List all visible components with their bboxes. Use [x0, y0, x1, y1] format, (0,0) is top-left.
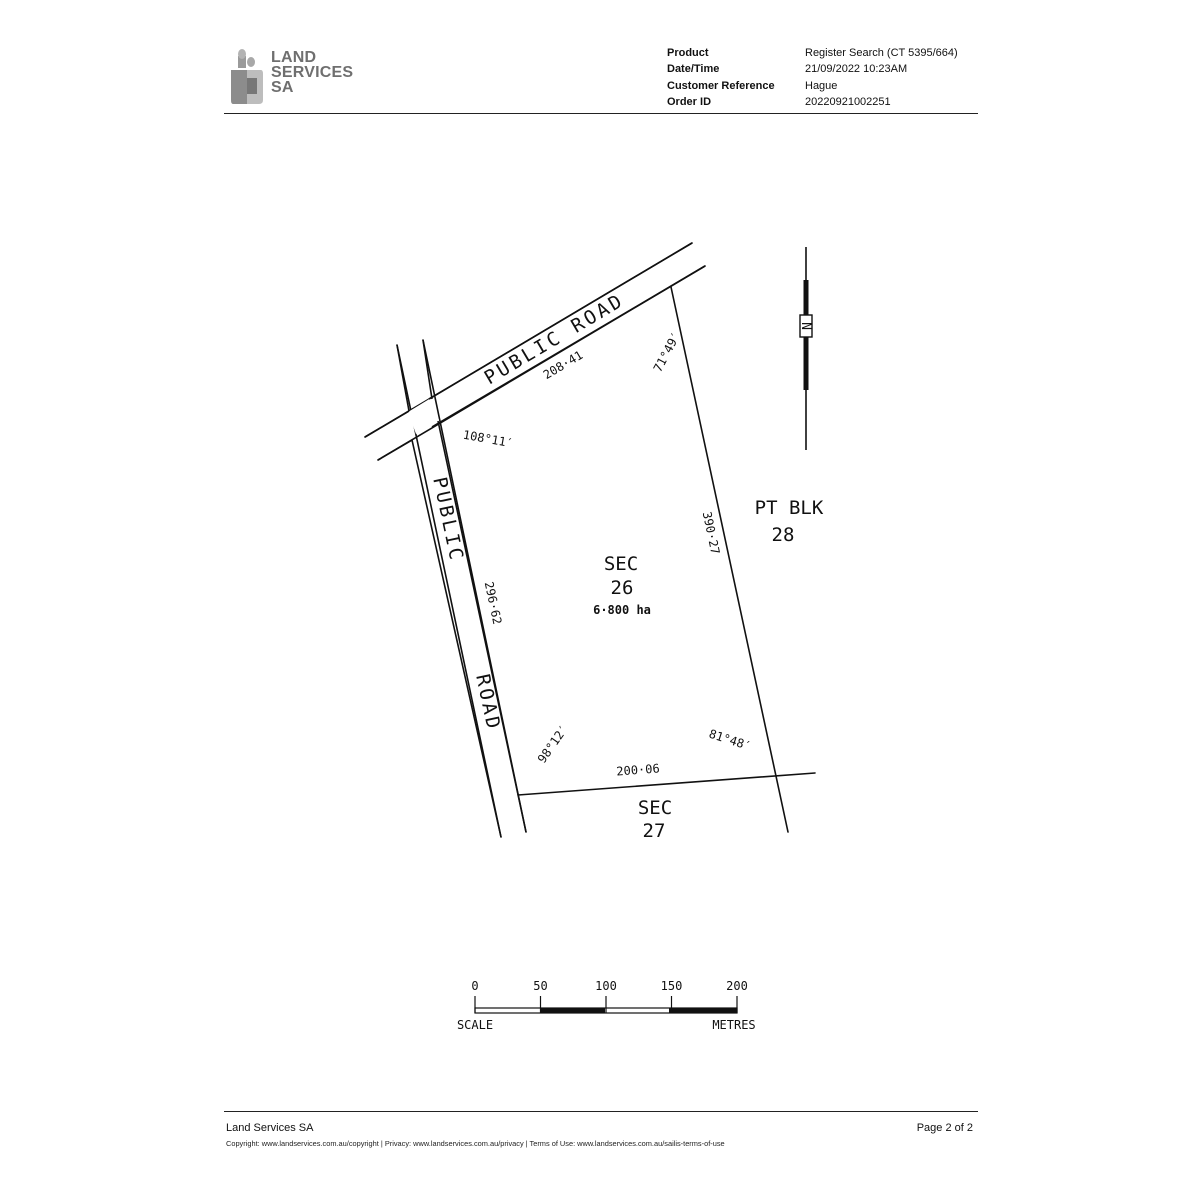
land-services-logo: LAND SERVICES SA — [229, 46, 359, 106]
meta-value: Hague — [805, 79, 838, 92]
meta-row: Date/Time 21/09/2022 10:23AM — [667, 61, 958, 77]
page-number: Page 2 of 2 — [916, 1122, 973, 1134]
header-divider — [224, 113, 978, 114]
page-header: LAND SERVICES SA Product Register Search … — [224, 40, 978, 114]
logo-line-1: LAND — [271, 49, 317, 66]
north-arrow: N — [798, 247, 813, 450]
neighbour-east-label: PT BLK — [755, 497, 824, 519]
neighbour-south-number: 27 — [643, 820, 666, 842]
meta-value: 21/09/2022 10:23AM — [805, 63, 908, 76]
parcel-section-label: SEC — [604, 553, 638, 575]
scale-label: SCALE — [457, 1018, 493, 1032]
meta-row: Customer Reference Hague — [667, 78, 958, 94]
scale-tick-label: 200 — [726, 979, 748, 993]
meta-label: Customer Reference — [667, 79, 775, 92]
footer-copyright: Copyright: www.landservices.com.au/copyr… — [226, 1139, 725, 1148]
meta-label: Date/Time — [667, 63, 720, 76]
neighbour-south-label: SEC — [638, 797, 672, 819]
neighbour-east-number: 28 — [772, 524, 795, 546]
scale-tick-label: 50 — [533, 979, 547, 993]
meta-row: Order ID 20220921002251 — [667, 94, 958, 110]
meta-label: Product — [667, 47, 709, 59]
meta-value: Register Search (CT 5395/664) — [805, 47, 958, 59]
scale-bar: 0 50 100 150 200 SCALE METRES — [457, 979, 756, 1032]
parcel-section-number: 26 — [611, 577, 634, 599]
meta-label: Order ID — [667, 95, 712, 108]
angle-top-right: 71°49′ — [651, 330, 684, 375]
meta-value: 20220921002251 — [805, 95, 891, 108]
order-metadata: Product Register Search (CT 5395/664) Date… — [667, 45, 958, 110]
logo-line-2: SERVICES — [271, 64, 354, 81]
angle-top-left: 108°11′ — [462, 428, 514, 451]
angle-bottom-left: 98°12′ — [535, 722, 571, 766]
footer-divider — [224, 1111, 978, 1112]
parcel-area: 6·800 ha — [593, 603, 651, 617]
logo-wordmark: LAND SERVICES SA — [271, 49, 354, 96]
land-services-logo-icon — [231, 49, 263, 104]
scale-units-label: METRES — [712, 1018, 755, 1032]
dimension-right: 390·27 — [700, 510, 723, 555]
scale-tick-label: 100 — [595, 979, 617, 993]
logo-line-3: SA — [271, 79, 294, 96]
dimension-left: 296·62 — [482, 580, 505, 625]
scale-tick-label: 0 — [471, 979, 478, 993]
north-label: N — [798, 322, 813, 330]
footer-organisation: Land Services SA — [226, 1122, 314, 1134]
dimension-bottom: 200·06 — [616, 761, 660, 778]
parcel-south-boundary — [517, 772, 816, 796]
meta-row: Product Register Search (CT 5395/664) — [667, 45, 958, 61]
scale-tick-label: 150 — [661, 979, 683, 993]
parcel-east-boundary — [670, 286, 789, 833]
angle-bottom-right: 81°48′ — [707, 727, 753, 754]
